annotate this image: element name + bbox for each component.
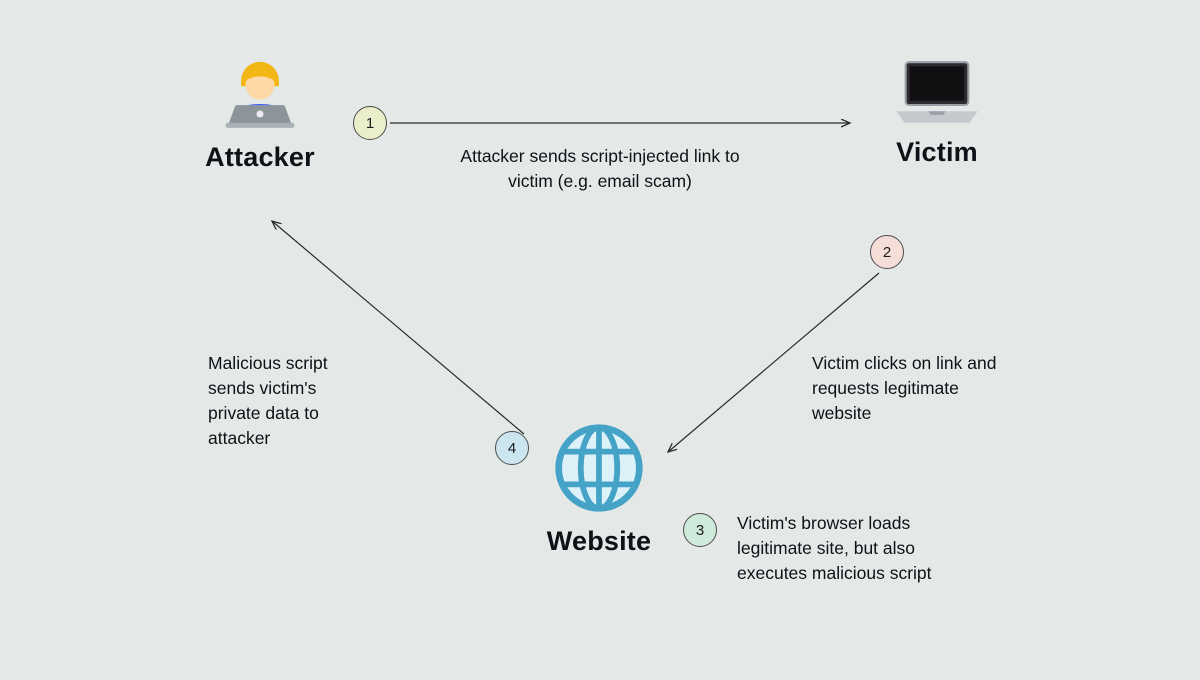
step-2-badge: 2 bbox=[870, 235, 904, 269]
step-3-label: Victim's browser loads legitimate site, … bbox=[737, 513, 932, 583]
step-1-badge: 1 bbox=[353, 106, 387, 140]
step-2-label: Victim clicks on link and requests legit… bbox=[812, 353, 997, 423]
node-victim: Victim bbox=[872, 60, 1002, 168]
website-label: Website bbox=[546, 526, 652, 556]
laptop-icon bbox=[890, 60, 984, 127]
globe-icon bbox=[551, 420, 647, 516]
step-4-badge: 4 bbox=[495, 431, 529, 465]
step-3-badge: 3 bbox=[683, 513, 717, 547]
attacker-label: Attacker bbox=[205, 142, 315, 172]
step-4-label: Malicious script sends victim's private … bbox=[208, 353, 328, 448]
man-technologist-icon bbox=[210, 56, 310, 132]
node-website: Website bbox=[532, 420, 666, 557]
step-1-label: Attacker sends script-injected link to v… bbox=[460, 146, 740, 191]
victim-label: Victim bbox=[896, 137, 978, 167]
node-attacker: Attacker bbox=[193, 56, 327, 173]
